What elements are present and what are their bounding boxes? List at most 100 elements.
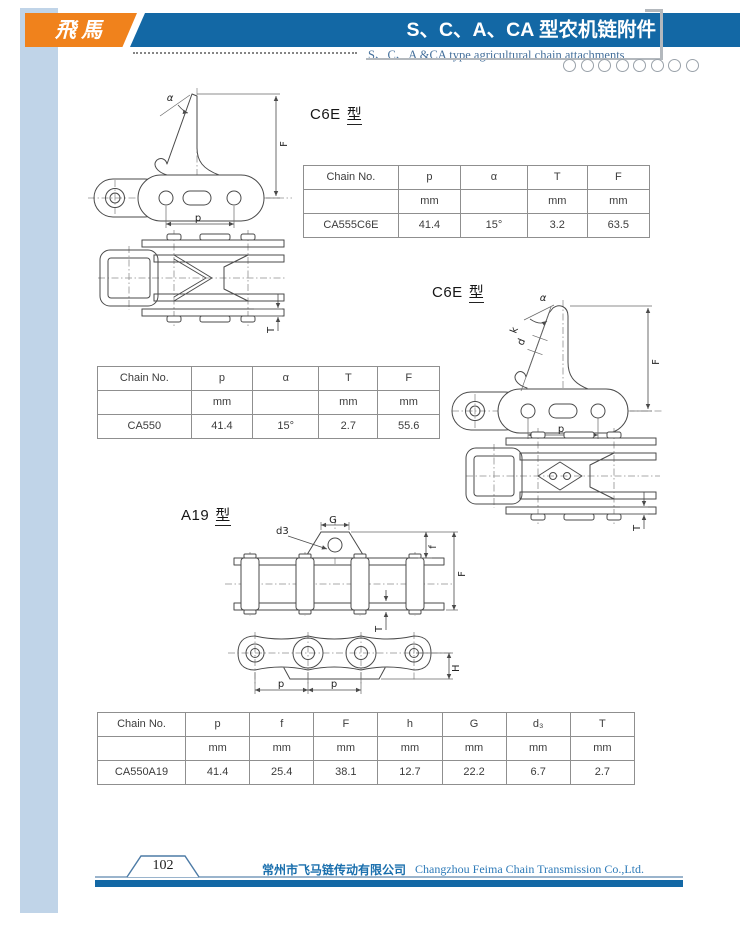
table-cell: p bbox=[185, 712, 251, 737]
c6e-side-view-drawing-1: α F p bbox=[88, 88, 292, 228]
table-cell bbox=[252, 390, 320, 415]
dim-label-T: T bbox=[374, 625, 385, 633]
table-cell: mm bbox=[526, 189, 588, 214]
c6e-side-view-drawing-2: k d α F p bbox=[451, 293, 662, 439]
table-cell: 41.4 bbox=[185, 760, 251, 785]
table-cell: Chain No. bbox=[97, 366, 192, 391]
table-cell bbox=[460, 189, 528, 214]
company-name-en: Changzhou Feima Chain Transmission Co.,L… bbox=[415, 862, 645, 876]
table-cell: 12.7 bbox=[377, 760, 443, 785]
table-cell: d₃ bbox=[505, 712, 571, 737]
section-model: A19 bbox=[181, 507, 210, 524]
a19-side-view-drawing: G d3 f F T bbox=[225, 515, 468, 633]
c6e-top-view-drawing-1: T bbox=[98, 230, 286, 334]
section-type-char: 型 bbox=[468, 284, 485, 303]
table-cell: T bbox=[569, 712, 636, 737]
footer-accent-bar bbox=[95, 880, 683, 887]
page-number-trapezoid bbox=[126, 855, 200, 878]
decor-circle bbox=[615, 59, 629, 72]
table-cell: mm bbox=[586, 189, 651, 214]
dim-label-d3: d3 bbox=[276, 526, 289, 537]
left-accent-strip bbox=[20, 8, 58, 913]
dim-label-p: p bbox=[278, 679, 284, 690]
decor-circle bbox=[563, 59, 576, 72]
table-cell: f bbox=[249, 712, 315, 737]
dim-label-d: d bbox=[516, 337, 529, 347]
dim-label-F: F bbox=[651, 359, 662, 365]
dim-label-F: F bbox=[279, 141, 290, 147]
dim-label-T: T bbox=[632, 524, 643, 532]
table-cell: mm bbox=[505, 736, 571, 761]
table-cell: G bbox=[441, 712, 507, 737]
table-cell: 15° bbox=[460, 213, 528, 238]
table-cell bbox=[96, 736, 187, 761]
table-cell: p bbox=[397, 165, 462, 190]
section-type-char: 型 bbox=[346, 106, 363, 125]
dim-label-H: H bbox=[451, 664, 462, 672]
dim-label-alpha: α bbox=[167, 93, 174, 104]
table-cell: mm bbox=[377, 736, 443, 761]
page-number: 102 bbox=[152, 858, 174, 873]
header-bracket-top bbox=[645, 9, 662, 12]
table-cell: h bbox=[377, 712, 443, 737]
table-cell: mm bbox=[185, 736, 251, 761]
table-cell: 63.5 bbox=[586, 213, 651, 238]
table-cell: T bbox=[526, 165, 588, 190]
table-cell: F bbox=[586, 165, 651, 190]
table-cell: F bbox=[377, 366, 440, 391]
decor-circle bbox=[668, 59, 681, 72]
table-cell: CA550A19 bbox=[96, 760, 187, 785]
footer-thin-rule bbox=[95, 876, 683, 878]
decor-circle bbox=[650, 59, 664, 72]
table-cell: 41.4 bbox=[190, 414, 254, 439]
attachment-plate bbox=[137, 174, 265, 222]
table-cell: Chain No. bbox=[303, 165, 399, 190]
table-cell: 2.7 bbox=[318, 414, 379, 439]
table-cell: mm bbox=[249, 736, 315, 761]
bent-lug-top-view bbox=[537, 461, 583, 491]
table-cell: 41.4 bbox=[397, 213, 462, 238]
table-cell: 25.4 bbox=[249, 760, 315, 785]
table-cell: Chain No. bbox=[96, 712, 187, 737]
decor-circle bbox=[580, 59, 594, 72]
header-bracket-vertical bbox=[660, 9, 663, 59]
company-name-cn: 常州市飞马链传动有限公司 bbox=[262, 863, 407, 877]
table-cell: CA550 bbox=[97, 414, 192, 439]
table-cell: 38.1 bbox=[313, 760, 379, 785]
hook-fin-outline bbox=[514, 305, 589, 390]
subtitle-underline bbox=[366, 58, 663, 60]
table-cell: mm bbox=[441, 736, 507, 761]
section-title-c6e-top: C6E 型 bbox=[310, 103, 363, 125]
brand-logo: 飛馬 bbox=[25, 13, 137, 47]
table-cell: α bbox=[252, 366, 320, 391]
table-cell: 3.2 bbox=[526, 213, 588, 238]
table-cell: p bbox=[190, 366, 254, 391]
table-cell: 55.6 bbox=[377, 414, 440, 439]
table-cell: 22.2 bbox=[441, 760, 507, 785]
dim-label-k: k bbox=[509, 325, 521, 335]
table-cell: α bbox=[460, 165, 528, 190]
table-cell: CA555C6E bbox=[303, 213, 399, 238]
table-cell: 2.7 bbox=[569, 760, 636, 785]
section-model: C6E bbox=[310, 106, 341, 123]
table-cell bbox=[303, 189, 399, 214]
table-cell: T bbox=[318, 366, 379, 391]
table-cell: mm bbox=[397, 189, 462, 214]
bent-lug-top-view bbox=[173, 254, 213, 302]
dim-label-G: G bbox=[329, 515, 337, 526]
table-cell: mm bbox=[569, 736, 636, 761]
table-cell: mm bbox=[190, 390, 254, 415]
dim-label-T: T bbox=[266, 326, 277, 334]
